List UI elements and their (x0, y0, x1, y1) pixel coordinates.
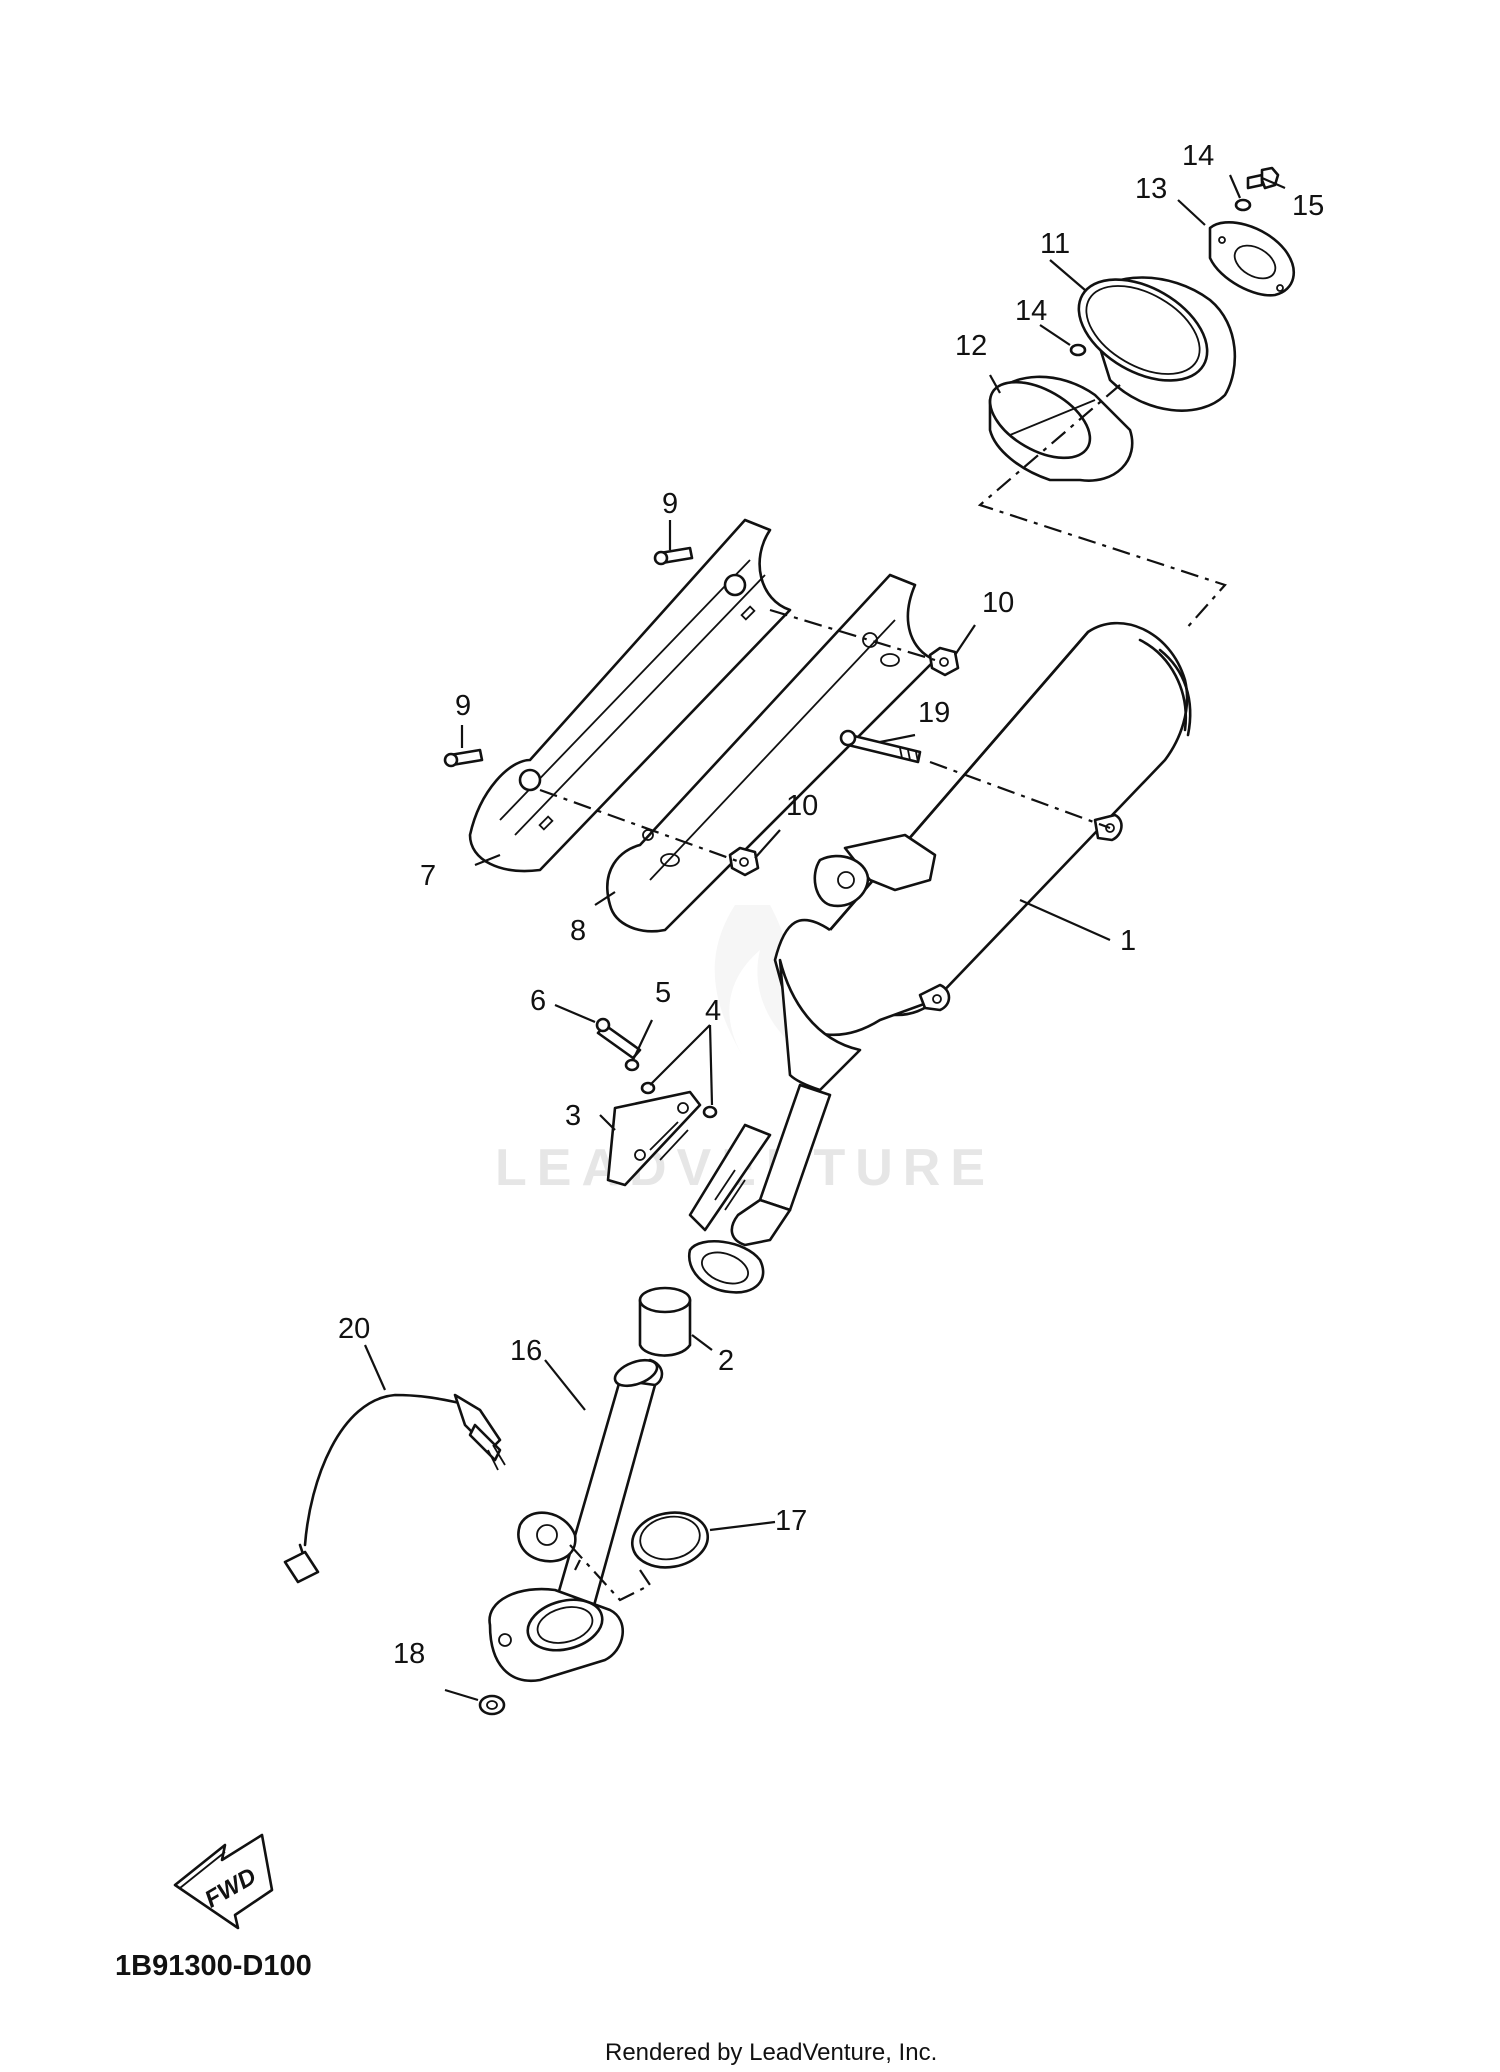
part-bolt-15[interactable] (1246, 166, 1280, 190)
part-nut-10-lower[interactable] (728, 846, 760, 877)
callouts: 1 2 3 4 5 6 7 8 9 9 10 10 11 12 13 14 14… (338, 140, 1324, 1670)
part-washer-14-lower[interactable] (1069, 343, 1087, 357)
callout-9a: 9 (662, 488, 678, 520)
callout-9b: 9 (455, 690, 471, 722)
footer-credit: Rendered by LeadVenture, Inc. (605, 2039, 937, 2066)
callout-1: 1 (1120, 925, 1136, 957)
callout-12: 12 (955, 330, 987, 362)
part-heat-shield-outer[interactable] (468, 518, 792, 873)
callout-20: 20 (338, 1313, 370, 1345)
callout-11: 11 (1040, 228, 1070, 260)
part-o2-sensor[interactable] (283, 1393, 506, 1584)
part-bracket[interactable] (606, 1090, 702, 1187)
part-end-cap[interactable] (1061, 259, 1237, 412)
diagram-code: 1B91300-D100 (115, 1950, 312, 1982)
part-inner-ring[interactable] (977, 367, 1134, 482)
fwd-direction-arrow: FWD (173, 1833, 274, 1930)
assembly-lines (539, 384, 1227, 1602)
callout-3: 3 (565, 1100, 581, 1132)
part-bolt-9-lower[interactable] (443, 748, 484, 768)
callout-14a: 14 (1182, 140, 1214, 172)
callout-14b: 14 (1015, 295, 1047, 327)
callout-19: 19 (918, 697, 950, 729)
part-long-bolt[interactable] (839, 729, 922, 764)
callout-8: 8 (570, 915, 586, 947)
leader-lines (363, 174, 1286, 1702)
part-gasket-plate[interactable] (1208, 220, 1295, 297)
callout-4: 4 (705, 995, 721, 1027)
callout-15: 15 (1292, 190, 1324, 222)
part-bolt-9-upper[interactable] (653, 546, 694, 566)
callout-16: 16 (510, 1335, 542, 1367)
part-nut-18[interactable] (478, 1694, 506, 1716)
callout-7: 7 (420, 860, 436, 892)
part-heat-shield-inner[interactable] (606, 573, 937, 933)
callout-6: 6 (530, 985, 546, 1017)
part-bolt-6[interactable] (595, 1017, 642, 1060)
part-gasket-ring[interactable] (628, 1507, 712, 1573)
part-washer-5[interactable] (624, 1058, 640, 1072)
callout-10b: 10 (786, 790, 818, 822)
callout-18: 18 (393, 1638, 425, 1670)
part-gasket-collar[interactable] (638, 1286, 692, 1357)
part-washer-14-upper[interactable] (1234, 198, 1252, 212)
callout-2: 2 (718, 1345, 734, 1377)
callout-13: 13 (1135, 173, 1167, 205)
callout-10a: 10 (982, 587, 1014, 619)
part-nut-10-upper[interactable] (928, 646, 960, 677)
callout-17: 17 (775, 1505, 807, 1537)
part-muffler[interactable] (687, 621, 1192, 1294)
callout-5: 5 (655, 977, 671, 1009)
part-exhaust-pipe[interactable] (488, 1355, 664, 1683)
